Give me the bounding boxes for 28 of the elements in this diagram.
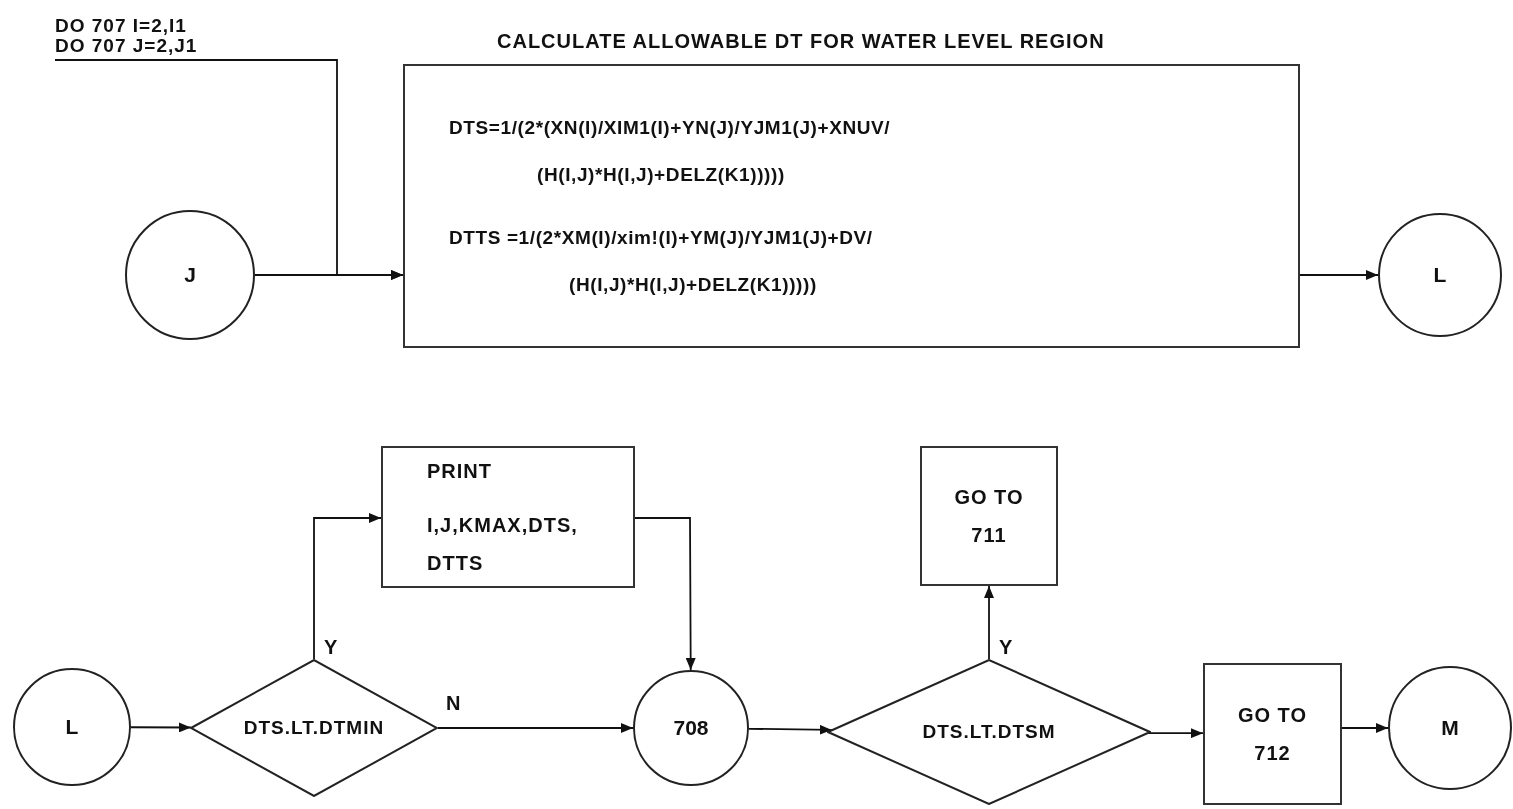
heading: CALCULATE ALLOWABLE DT FOR WATER LEVEL REGION <box>497 30 1105 53</box>
connector-circle: 708 <box>633 670 749 786</box>
box-text: PRINT <box>427 459 492 484</box>
connector-circle: J <box>125 210 255 340</box>
box-text: I,J,KMAX,DTS, DTTS <box>427 513 579 576</box>
flow-arrow <box>1341 723 1389 733</box>
flow-arrow <box>748 724 833 735</box>
flow-arrow <box>437 723 634 733</box>
process-box <box>1203 663 1342 805</box>
process-box <box>381 446 635 588</box>
box-text: GO TO 711 <box>953 485 1025 548</box>
flow-arrow <box>1299 270 1379 280</box>
flow-arrow <box>634 517 696 671</box>
connector-circle: L <box>13 668 131 786</box>
connector-circle: L <box>1378 213 1502 337</box>
flow-arrow <box>1147 728 1204 739</box>
flow-arrow <box>984 585 994 660</box>
connector-circle: M <box>1388 666 1512 790</box>
condition-text: DTS.LT.DTSM <box>922 721 1056 743</box>
flow-arrow <box>313 513 382 660</box>
formula-text: DTS=1/(2*(XN(I)/XIM1(I)+YN(J)/YJM1(J)+XNUV/ (H(I,J)*H(I,J)+DELZ(K1))))) <box>449 116 891 187</box>
condition-text: DTS.LT.DTMIN <box>243 717 385 739</box>
loop-statement: DO 707 I=2,I1 DO 707 J=2,J1 <box>55 16 220 56</box>
flow-arrow <box>130 722 192 733</box>
process-box <box>920 446 1058 586</box>
box-text: GO TO 712 <box>1236 703 1309 766</box>
flow-arrow <box>254 270 404 280</box>
formula-text: DTTS =1/(2*XM(I)/xim!(I)+YM(J)/YJM1(J)+DV/ (H(I,J)*H(I,J)+DELZ(K1))))) <box>449 226 873 297</box>
